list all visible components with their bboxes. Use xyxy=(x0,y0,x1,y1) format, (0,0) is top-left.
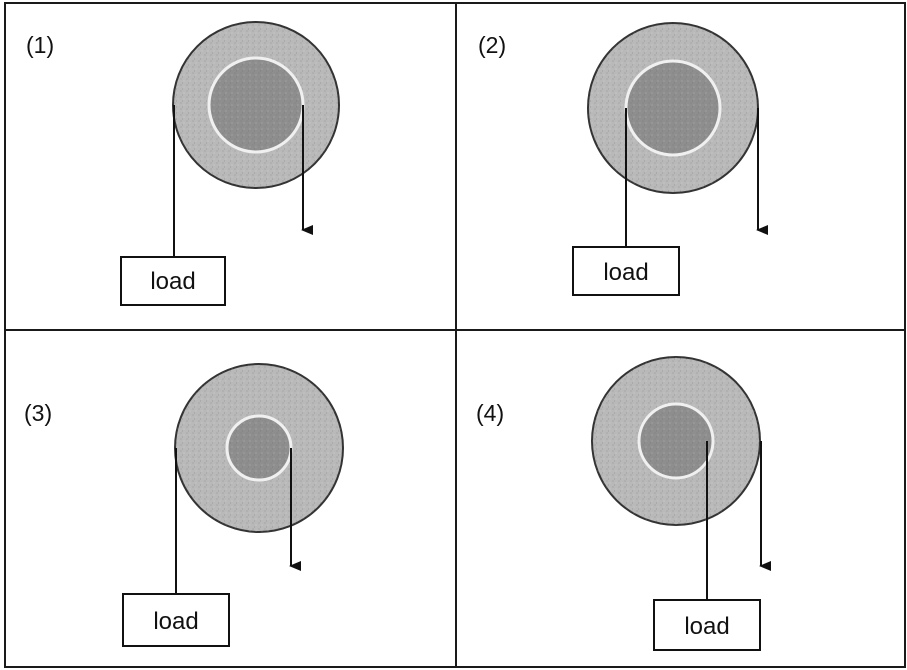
pulley-inner-texture xyxy=(641,406,711,476)
load-label: load xyxy=(150,268,195,295)
load-label: load xyxy=(684,613,729,640)
panel-4: (4) load xyxy=(476,356,771,651)
panel-2: (2) load xyxy=(478,22,768,296)
load-box xyxy=(120,256,226,306)
load-box xyxy=(653,599,761,651)
grid-frame xyxy=(4,2,906,668)
panel-label: (1) xyxy=(26,32,54,58)
pulley-inner-texture xyxy=(628,63,718,153)
load-label: load xyxy=(603,259,648,286)
panel-3: (3) load xyxy=(24,363,344,647)
pulley-inner-texture xyxy=(229,418,289,478)
panel-1: (1) load xyxy=(26,21,340,306)
panel-label: (3) xyxy=(24,400,52,426)
pulley-inner-texture xyxy=(211,60,301,150)
load-box xyxy=(572,246,680,296)
panel-label: (2) xyxy=(478,32,506,58)
load-label: load xyxy=(153,608,198,635)
panel-label: (4) xyxy=(476,400,504,426)
load-box xyxy=(122,593,230,647)
